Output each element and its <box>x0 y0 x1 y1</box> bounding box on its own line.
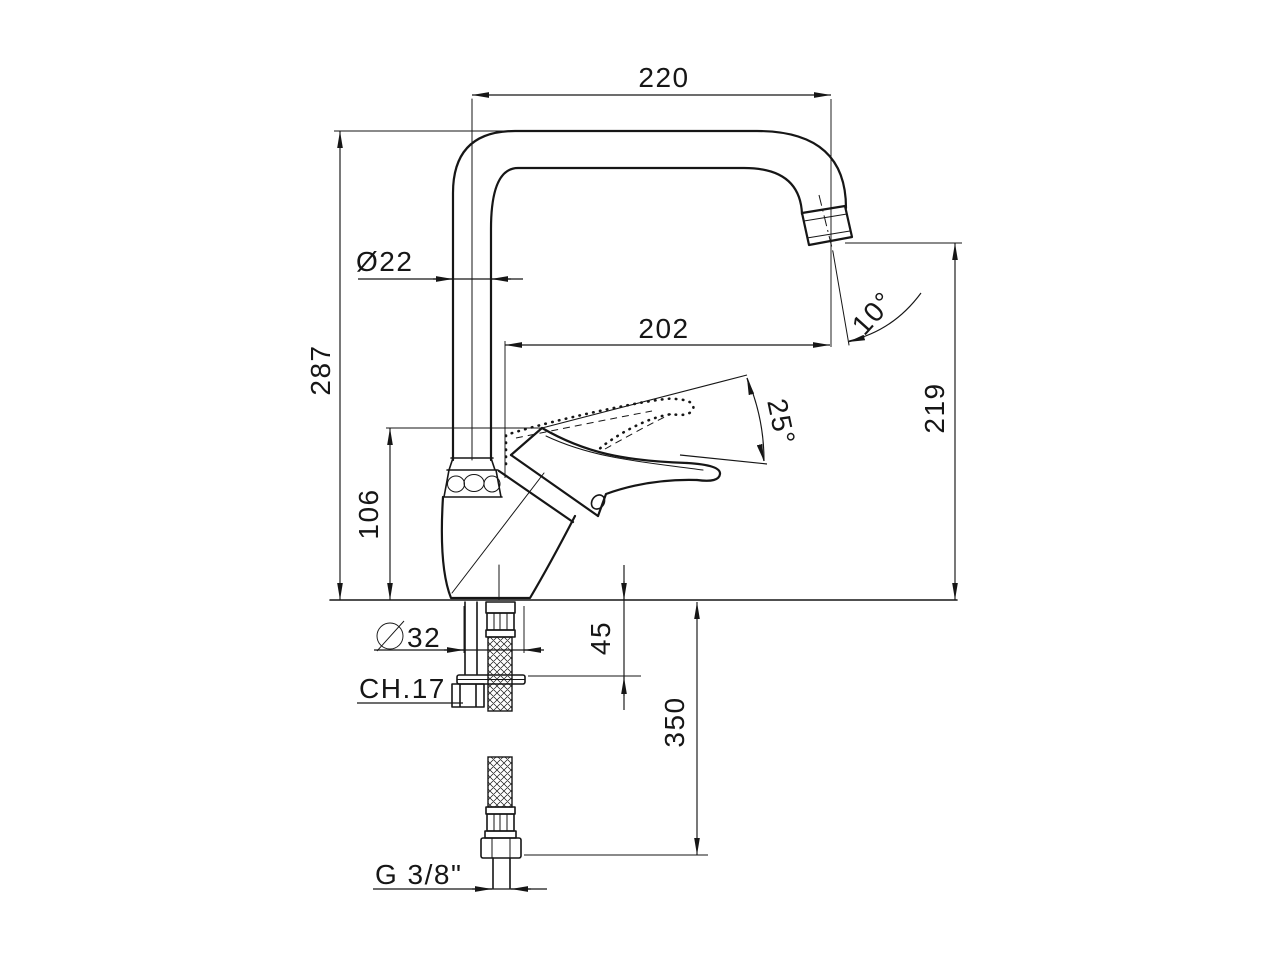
wrench-size-label: CH.17 <box>359 673 446 704</box>
diameter-symbol-slash <box>376 620 405 652</box>
lever-bottom-edge <box>596 478 699 518</box>
ext-ticks-dia32 <box>463 606 525 653</box>
dim-202-label: 202 <box>638 313 689 344</box>
dim-219-label: 219 <box>919 382 950 433</box>
dim-45-label: 45 <box>585 621 616 655</box>
mounting-stud <box>464 601 478 675</box>
angle-line-25-lower <box>679 454 768 465</box>
dim-dia22-label: Ø22 <box>356 246 413 277</box>
hose-collar-3 <box>485 806 516 815</box>
outlet-axis-extension <box>832 251 850 346</box>
hose-collar-top <box>485 601 516 614</box>
lever-raised-phantom-inner-2 <box>604 413 672 450</box>
body-highlight-line <box>451 472 545 594</box>
hose-collar-2 <box>485 629 516 638</box>
angle-10-label: 10° <box>846 285 900 341</box>
collar-ball-left <box>447 475 465 493</box>
lever-tip <box>685 461 722 482</box>
angle-line-25-upper <box>541 374 748 429</box>
hex-nut-facets <box>491 837 511 859</box>
dim-106-label: 106 <box>353 488 384 539</box>
lever-underside-nub <box>590 494 606 510</box>
collar-ball-middle <box>463 474 485 492</box>
faucet-body-drawing <box>440 98 854 601</box>
lever-raised-phantom-outline <box>504 397 695 466</box>
installation-drawing <box>329 599 958 889</box>
braided-hose-lower <box>487 756 513 808</box>
cartridge-band-upper <box>509 453 600 518</box>
hose-hex-nut <box>480 837 522 859</box>
thread-label: G 3/8" <box>375 859 462 890</box>
lever-inner-line <box>545 435 704 471</box>
angle-arrow-25-top <box>746 377 755 396</box>
cartridge-band-lower <box>497 469 575 524</box>
angle-25-label: 25° <box>761 396 801 448</box>
spout-outer-line <box>451 129 848 462</box>
angle-arrow-25-bottom <box>756 443 765 462</box>
body-bell-outline <box>440 495 577 600</box>
dim-350-label: 350 <box>659 696 690 747</box>
thread-pipe-end <box>492 857 511 889</box>
spout-inner-line <box>489 166 804 462</box>
lever-top-edge <box>540 426 689 465</box>
hose-rib-lines <box>493 612 508 631</box>
angle-arc-25 <box>746 377 765 462</box>
dimension-annotations: 220 287 Ø22 202 106 219 45 350 <box>305 62 962 892</box>
ball-collar-outline <box>442 469 503 498</box>
cartridge-cap-edge <box>509 426 544 457</box>
aerator-detail-lines <box>803 213 851 239</box>
dim-dia32-label: 32 <box>407 622 441 653</box>
dim-287-label: 287 <box>305 344 336 395</box>
dim-220-label: 220 <box>638 62 689 93</box>
collar-ball-right <box>483 475 501 493</box>
hose-rib-lines-2 <box>493 813 508 832</box>
braided-hose-upper <box>487 636 513 712</box>
diameter-symbol-circle <box>376 622 404 650</box>
hose-collar-4 <box>484 830 517 839</box>
angle-arrow-10 <box>847 334 866 343</box>
lever-raised-phantom-inner-1 <box>515 410 653 439</box>
